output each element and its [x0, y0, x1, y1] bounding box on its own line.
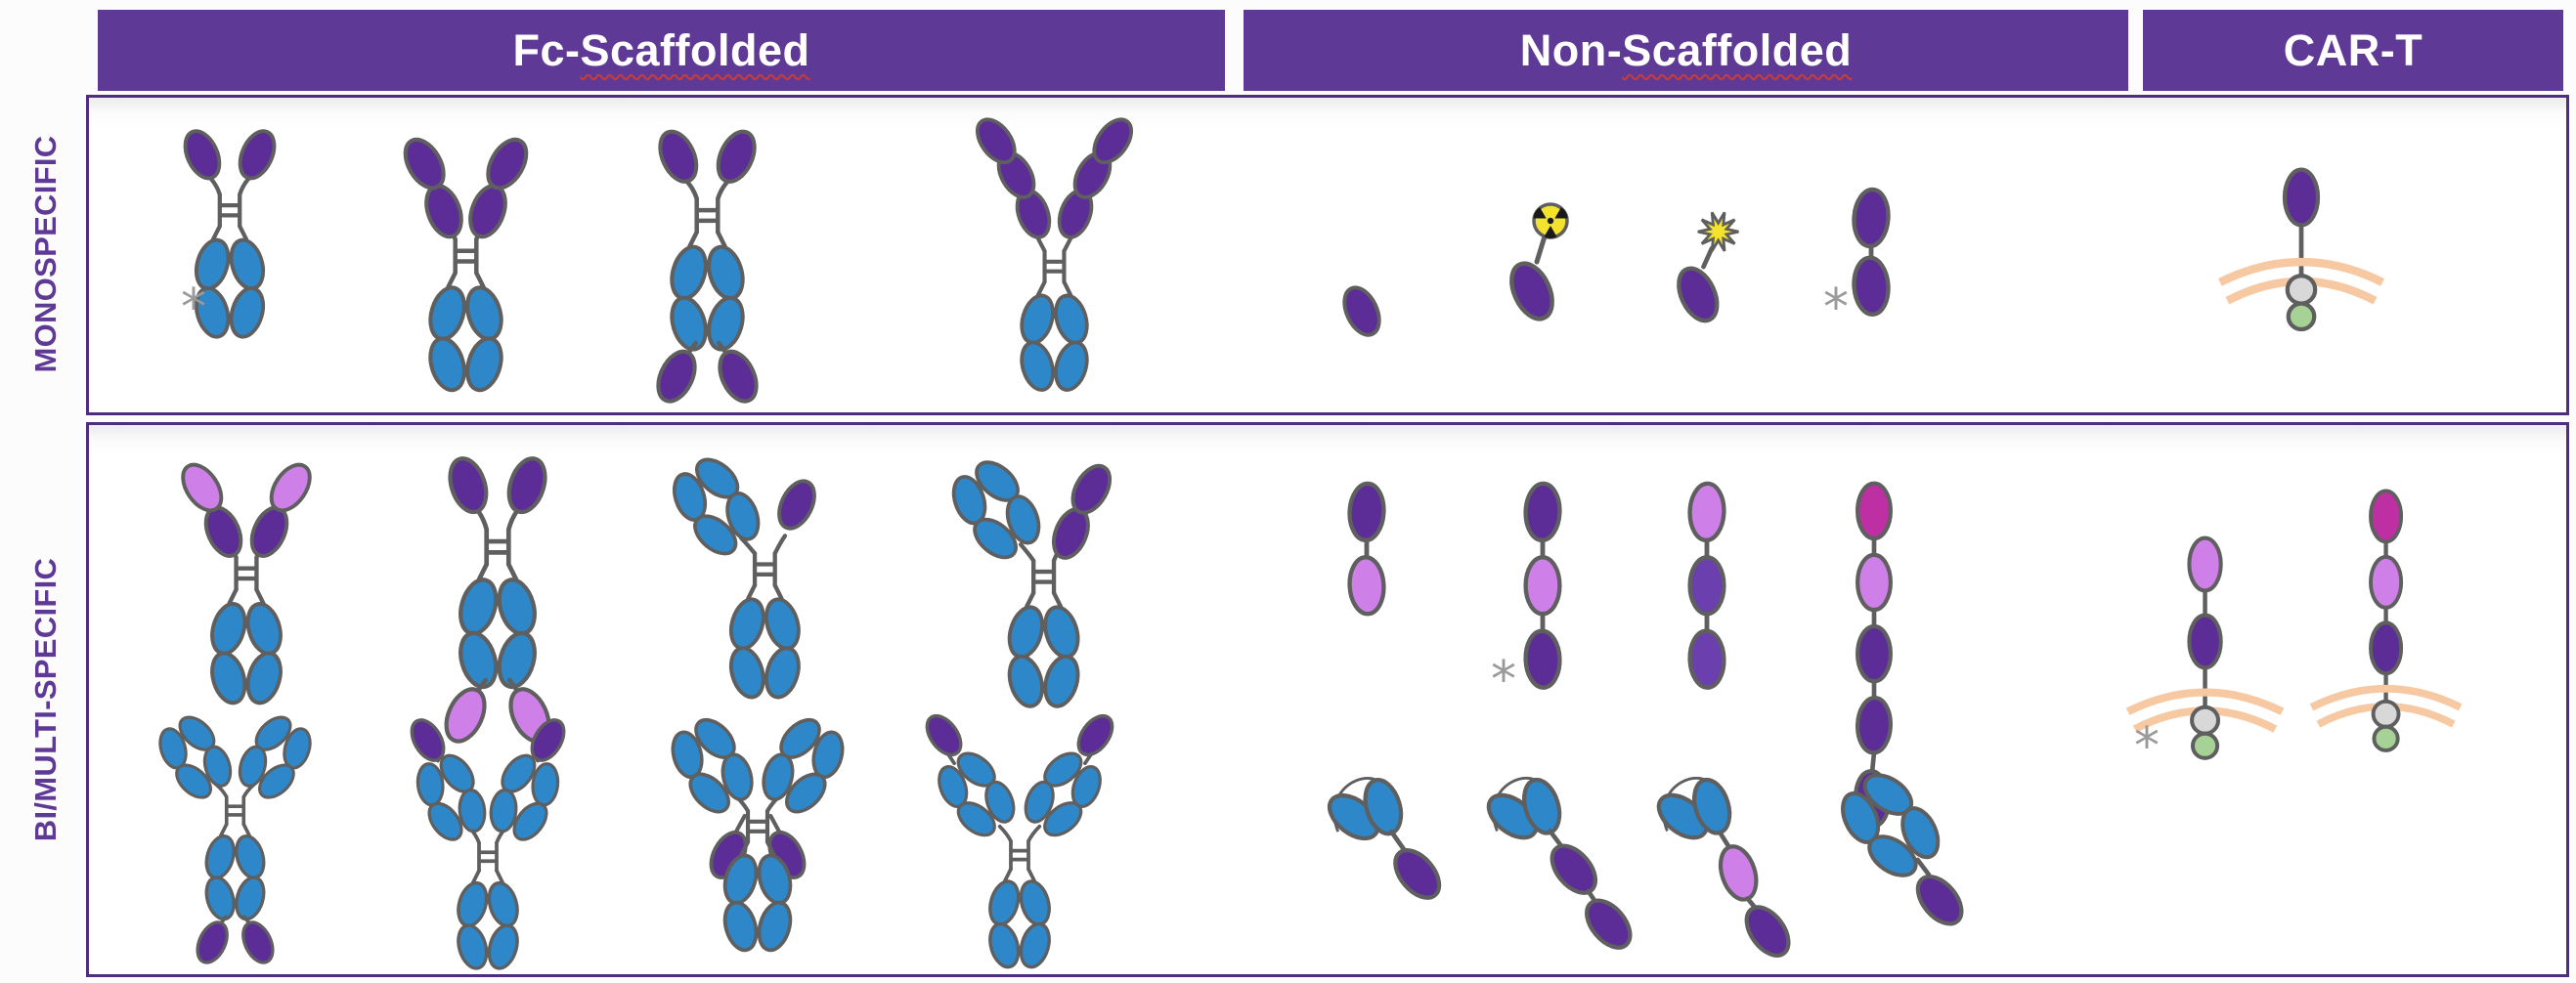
igg-c-terminal-domain-bispecific-icon — [419, 449, 576, 752]
dual-variable-domain-igg-icon — [173, 455, 320, 704]
monospecific-panel: * — [86, 95, 2569, 415]
scfv-plus-two-domain-bispecific-icon — [1475, 769, 1639, 965]
radiation-icon — [1530, 202, 1571, 240]
tri-domain-car-construct-icon — [2308, 489, 2465, 752]
scfv-mixed-domain-bispecific-icon — [1645, 769, 1810, 965]
three-domain-chain-icon — [1679, 480, 1735, 695]
radioconjugate-antibody-icon — [1497, 202, 1571, 332]
bi-multi-specific-panel: * — [86, 422, 2569, 977]
tandem-car-construct-icon — [2124, 534, 2287, 762]
bi-multi-specific-row-label: BI/MULTI-SPECIFIC — [28, 557, 63, 842]
car-t-header: CAR-T — [2143, 10, 2563, 91]
three-domain-chain-icon — [1514, 480, 1571, 695]
monospecific-car-construct-icon — [2218, 164, 2384, 335]
igg-antibody-icon — [382, 125, 549, 389]
header-prefix: Fc- — [512, 24, 581, 75]
header-misspelled-word: Scaffolded — [1622, 24, 1853, 75]
two-domain-chain-icon — [1338, 480, 1395, 620]
monospecific-row-label: MONOSPECIFIC — [28, 135, 63, 373]
small-igg-antibody-icon — [176, 123, 284, 337]
header-misspelled-word: Scaffolded — [580, 24, 810, 75]
igg-c-terminal-bispecific-icon — [150, 720, 321, 969]
starburst-icon — [1696, 210, 1740, 253]
tandem-domain-antibody-icon — [1841, 188, 1901, 321]
intracellular-domains-icon — [2288, 276, 2315, 329]
asterisk-marker: * — [1823, 278, 1849, 337]
non-scaffolded-header: Non-Scaffolded — [1244, 10, 2128, 91]
linker-appended-domain-bispecific-icon — [918, 707, 1121, 969]
fab-plus-domain-bispecific-icon — [1824, 772, 1971, 946]
asterisk-marker: * — [2134, 717, 2160, 776]
header-prefix: CAR-T — [2283, 24, 2423, 75]
header-prefix: Non- — [1519, 24, 1623, 75]
scfv-plus-domain-bispecific-icon — [1316, 769, 1445, 917]
fab-plus-tandem-domain-bispecific-icon — [943, 449, 1119, 707]
asterisk-marker: * — [1491, 651, 1516, 709]
n-terminal-domain-igg-bispecific-icon — [403, 712, 573, 971]
fc-scaffolded-header: Fc-Scaffolded — [98, 10, 1225, 91]
intracellular-domains-icon — [2371, 699, 2401, 752]
hinge-appended-domain-bispecific-icon — [652, 720, 863, 956]
fab-plus-single-domain-bispecific-icon — [666, 454, 824, 698]
asterisk-marker: * — [181, 278, 206, 337]
tetravalent-igg-antibody-icon — [633, 123, 782, 403]
intracellular-domains-icon — [2192, 707, 2218, 758]
extended-arm-igg-antibody-icon — [968, 110, 1141, 391]
drug-conjugate-antibody-icon — [1661, 210, 1740, 339]
five-domain-chain-icon — [1845, 480, 1903, 830]
single-domain-antibody-icon — [1335, 279, 1388, 343]
